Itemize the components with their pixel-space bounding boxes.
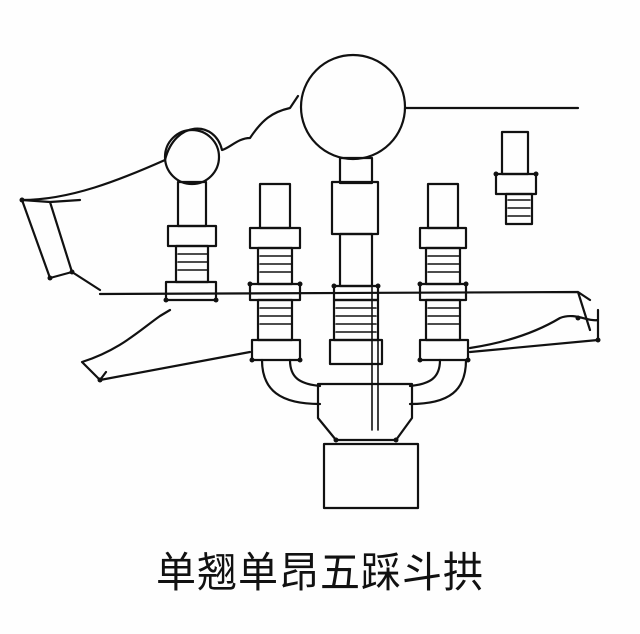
- left-beam-end: [20, 198, 102, 292]
- base-block: [322, 442, 420, 510]
- drawing-caption: 单翘单昂五踩斗拱: [156, 549, 484, 598]
- left-column: [163, 128, 221, 302]
- main-beam-line: [98, 290, 592, 332]
- lower-cup-arms: [260, 358, 468, 406]
- lower-left-arm: [80, 308, 252, 382]
- vertex-dots: [19, 171, 601, 443]
- right-inner-column: [418, 182, 470, 362]
- rib-lines: [177, 199, 531, 333]
- bearing-block: [316, 382, 414, 442]
- left-inner-column: [248, 182, 302, 362]
- central-column: [299, 53, 407, 431]
- right-detached-column: [494, 130, 538, 226]
- central-lower-stack: [328, 298, 384, 366]
- roof-cloud-outline: [20, 94, 580, 202]
